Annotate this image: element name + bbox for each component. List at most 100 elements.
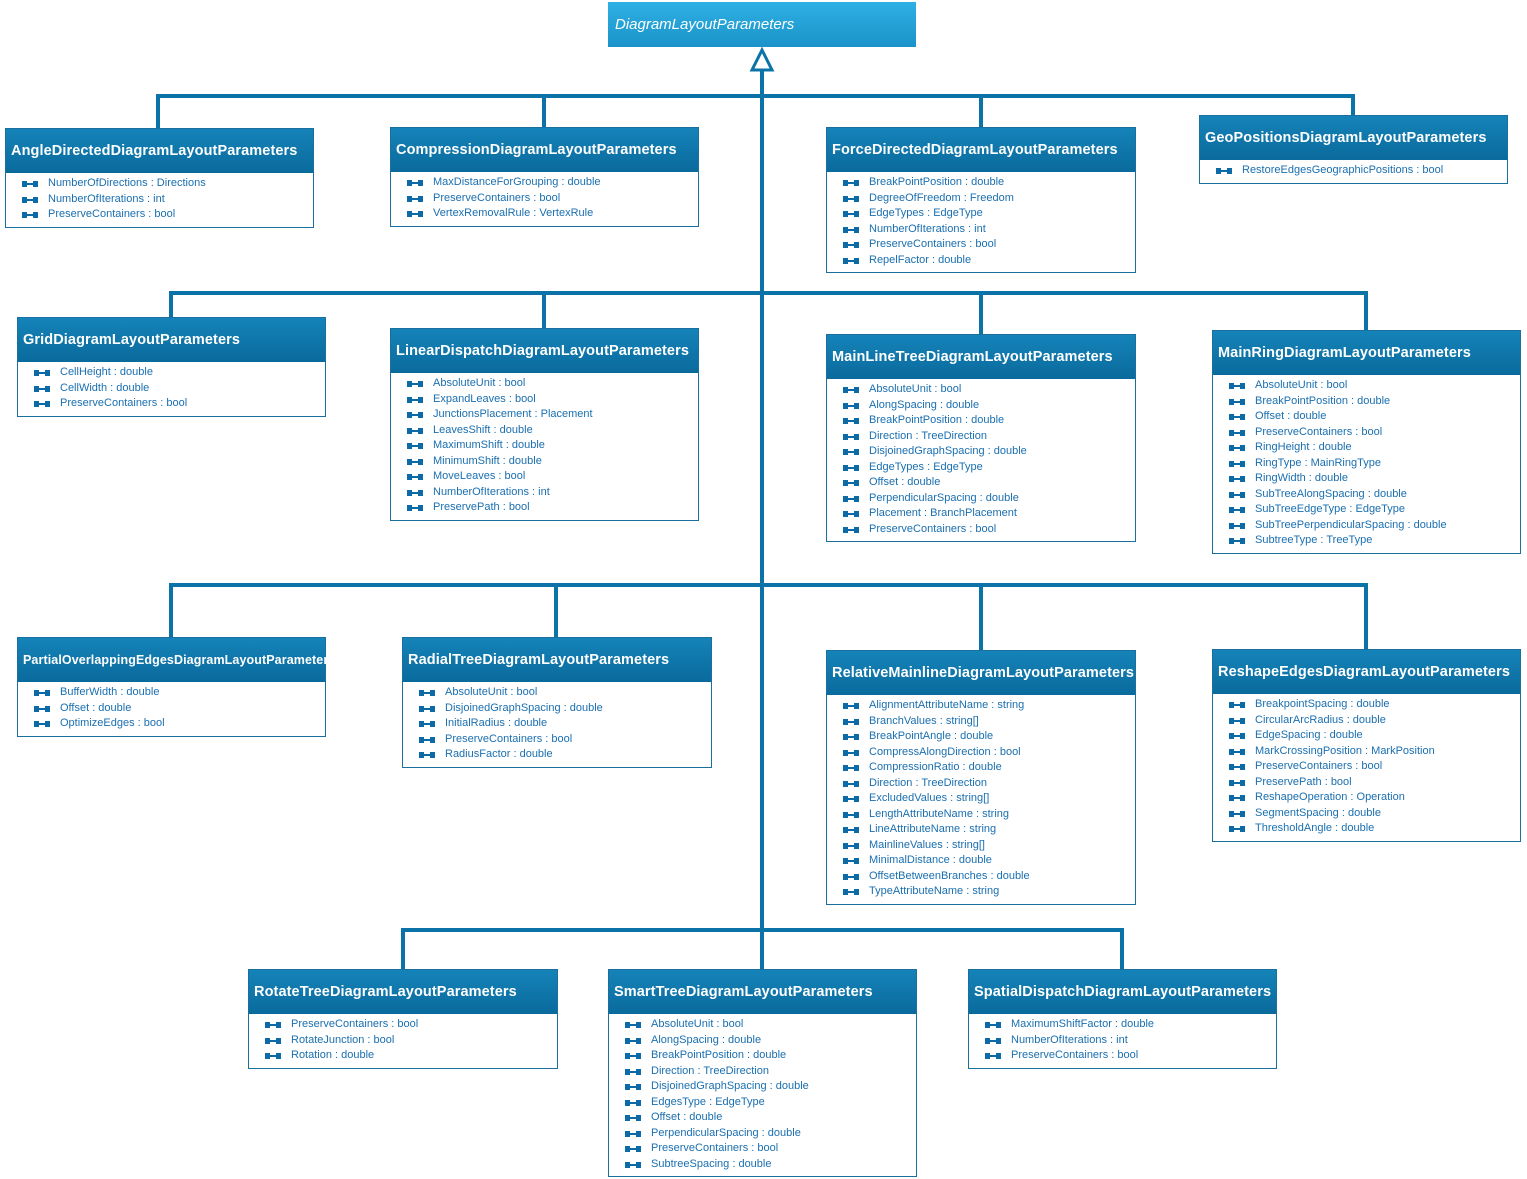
property-item[interactable]: SubTreeEdgeType : EdgeType [1213, 502, 1520, 518]
property-item[interactable]: PreserveContainers : bool [391, 191, 698, 207]
property-item[interactable]: CompressionRatio : double [827, 760, 1135, 776]
property-item[interactable]: JunctionsPlacement : Placement [391, 407, 698, 423]
property-item[interactable]: AbsoluteUnit : bool [1213, 378, 1520, 394]
property-item[interactable]: MinimumShift : double [391, 454, 698, 470]
property-item[interactable]: PreserveContainers : bool [969, 1048, 1276, 1064]
property-item[interactable]: Offset : double [1213, 409, 1520, 425]
property-item[interactable]: ThresholdAngle : double [1213, 821, 1520, 837]
property-item[interactable]: BreakPointPosition : double [1213, 394, 1520, 410]
property-item[interactable]: CircularArcRadius : double [1213, 713, 1520, 729]
property-item[interactable]: BreakPointPosition : double [609, 1048, 916, 1064]
property-item[interactable]: PreserveContainers : bool [1213, 759, 1520, 775]
property-item[interactable]: BreakPointPosition : double [827, 175, 1135, 191]
property-item[interactable]: Offset : double [827, 475, 1135, 491]
property-item[interactable]: BreakPointAngle : double [827, 729, 1135, 745]
property-item[interactable]: BreakPointPosition : double [827, 413, 1135, 429]
property-item[interactable]: RingWidth : double [1213, 471, 1520, 487]
property-item[interactable]: LineAttributeName : string [827, 822, 1135, 838]
property-item[interactable]: PreservePath : bool [1213, 775, 1520, 791]
property-item[interactable]: PreserveContainers : bool [18, 396, 325, 412]
property-item[interactable]: OptimizeEdges : bool [18, 716, 325, 732]
root-class-box[interactable]: DiagramLayoutParameters [608, 2, 916, 47]
property-item[interactable]: AbsoluteUnit : bool [391, 376, 698, 392]
property-item[interactable]: PreserveContainers : bool [827, 237, 1135, 253]
property-item[interactable]: ExcludedValues : string[] [827, 791, 1135, 807]
property-item[interactable]: ExpandLeaves : bool [391, 392, 698, 408]
property-item[interactable]: LengthAttributeName : string [827, 807, 1135, 823]
property-item[interactable]: EdgeSpacing : double [1213, 728, 1520, 744]
property-item[interactable]: PreserveContainers : bool [609, 1141, 916, 1157]
property-item[interactable]: MainlineValues : string[] [827, 838, 1135, 854]
property-item[interactable]: DisjoinedGraphSpacing : double [609, 1079, 916, 1095]
property-item[interactable]: Direction : TreeDirection [609, 1064, 916, 1080]
property-item[interactable]: PreserveContainers : bool [249, 1017, 557, 1033]
property-item[interactable]: NumberOfIterations : int [6, 192, 313, 208]
property-item[interactable]: NumberOfIterations : int [827, 222, 1135, 238]
property-item[interactable]: LeavesShift : double [391, 423, 698, 439]
property-item[interactable]: SubTreePerpendicularSpacing : double [1213, 518, 1520, 534]
property-item[interactable]: MaximumShift : double [391, 438, 698, 454]
class-box[interactable]: PartialOverlappingEdgesDiagramLayoutPara… [17, 637, 335, 737]
property-item[interactable]: Offset : double [609, 1110, 916, 1126]
property-item[interactable]: EdgeTypes : EdgeType [827, 206, 1135, 222]
property-item[interactable]: AlongSpacing : double [609, 1033, 916, 1049]
property-item[interactable]: BranchValues : string[] [827, 714, 1135, 730]
property-item[interactable]: CompressAlongDirection : bool [827, 745, 1135, 761]
property-item[interactable]: EdgeTypes : EdgeType [827, 460, 1135, 476]
property-item[interactable]: PreserveContainers : bool [1213, 425, 1520, 441]
property-item[interactable]: DisjoinedGraphSpacing : double [403, 701, 711, 717]
property-item[interactable]: Placement : BranchPlacement [827, 506, 1135, 522]
property-item[interactable]: AlignmentAttributeName : string [827, 698, 1135, 714]
property-item[interactable]: CellHeight : double [18, 365, 325, 381]
property-item[interactable]: NumberOfIterations : int [969, 1033, 1276, 1049]
property-item[interactable]: RadiusFactor : double [403, 747, 711, 763]
property-item[interactable]: NumberOfDirections : Directions [6, 176, 313, 192]
property-item[interactable]: TypeAttributeName : string [827, 884, 1135, 900]
property-item[interactable]: NumberOfIterations : int [391, 485, 698, 501]
property-item[interactable]: AbsoluteUnit : bool [827, 382, 1135, 398]
property-item[interactable]: Direction : TreeDirection [827, 429, 1135, 445]
property-item[interactable]: RepelFactor : double [827, 253, 1135, 269]
property-item[interactable]: AlongSpacing : double [827, 398, 1135, 414]
property-item[interactable]: SubTreeAlongSpacing : double [1213, 487, 1520, 503]
property-item[interactable]: InitialRadius : double [403, 716, 711, 732]
property-item[interactable]: MaxDistanceForGrouping : double [391, 175, 698, 191]
property-item[interactable]: MinimalDistance : double [827, 853, 1135, 869]
property-item[interactable]: MaximumShiftFactor : double [969, 1017, 1276, 1033]
property-item[interactable]: PreserveContainers : bool [827, 522, 1135, 538]
property-item[interactable]: MoveLeaves : bool [391, 469, 698, 485]
property-item[interactable]: CellWidth : double [18, 381, 325, 397]
property-item[interactable]: RingHeight : double [1213, 440, 1520, 456]
property-item[interactable]: SubtreeSpacing : double [609, 1157, 916, 1173]
property-item[interactable]: SubtreeType : TreeType [1213, 533, 1520, 549]
property-item[interactable]: PreserveContainers : bool [6, 207, 313, 223]
property-item[interactable]: OffsetBetweenBranches : double [827, 869, 1135, 885]
property-item[interactable]: SegmentSpacing : double [1213, 806, 1520, 822]
property-item[interactable]: Direction : TreeDirection [827, 776, 1135, 792]
property-item[interactable]: BreakpointSpacing : double [1213, 697, 1520, 713]
property-item[interactable]: AbsoluteUnit : bool [609, 1017, 916, 1033]
property-item[interactable]: PreserveContainers : bool [403, 732, 711, 748]
property-item[interactable]: Rotation : double [249, 1048, 557, 1064]
property-item[interactable]: Offset : double [18, 701, 325, 717]
property-item[interactable]: PreservePath : bool [391, 500, 698, 516]
property-item[interactable]: DegreeOfFreedom : Freedom [827, 191, 1135, 207]
property-item[interactable]: RestoreEdgesGeographicPositions : bool [1200, 163, 1507, 179]
property-item[interactable]: RingType : MainRingType [1213, 456, 1520, 472]
property-item[interactable]: PerpendicularSpacing : double [609, 1126, 916, 1142]
property-item[interactable]: BufferWidth : double [18, 685, 325, 701]
property-item[interactable]: RotateJunction : bool [249, 1033, 557, 1049]
